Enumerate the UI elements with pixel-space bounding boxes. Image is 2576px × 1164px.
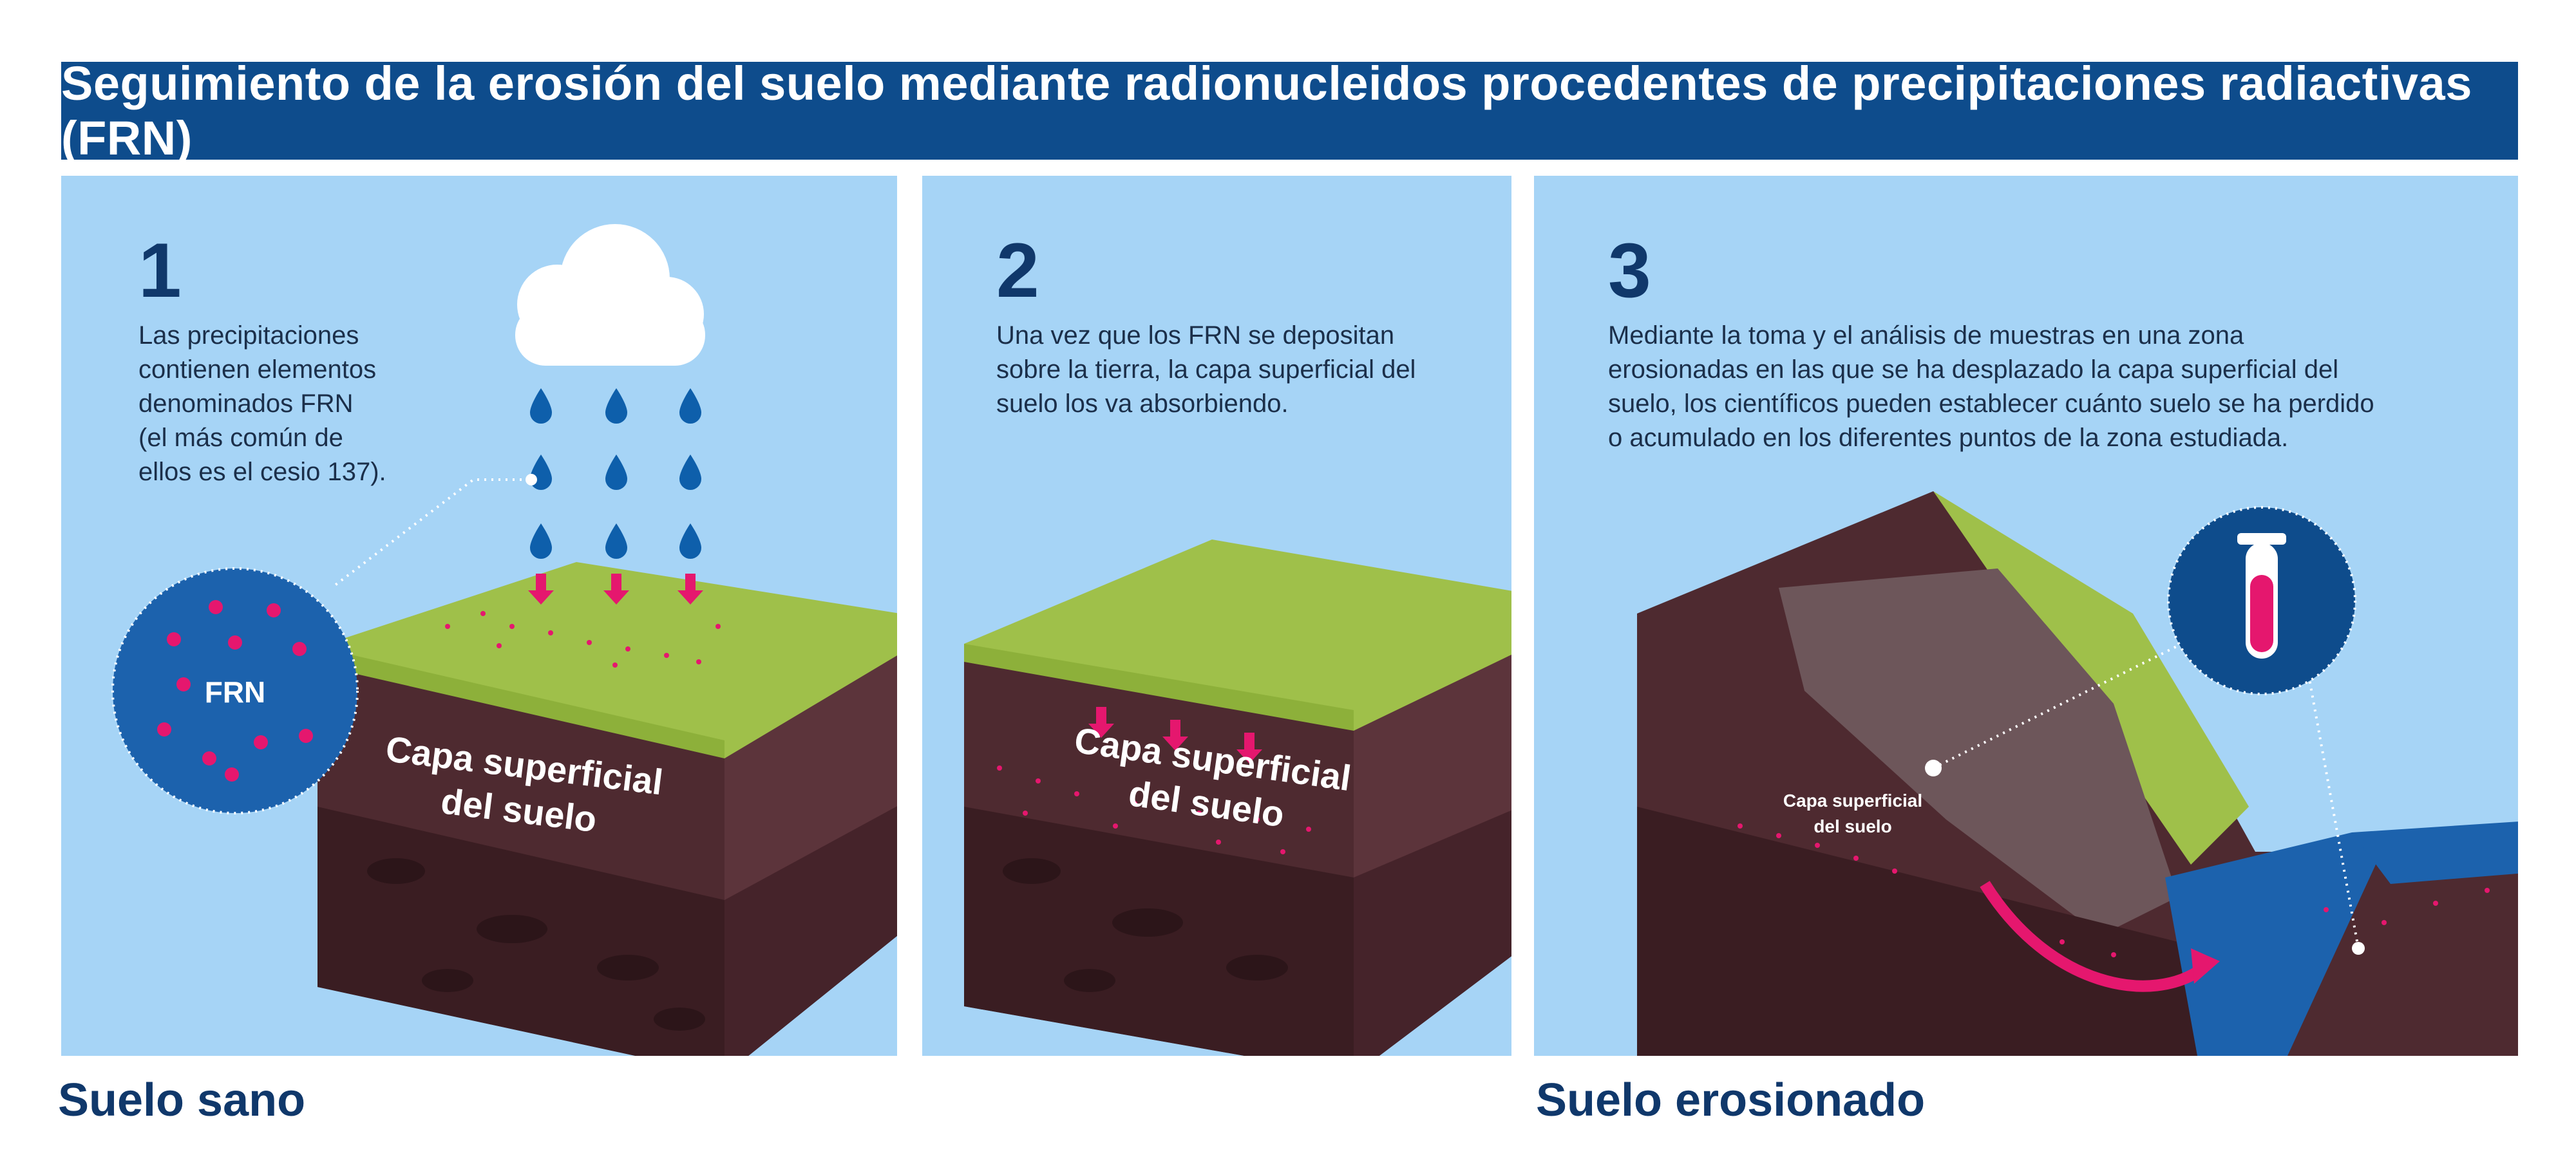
- step-number-1: 1: [138, 227, 182, 314]
- leader-line: [330, 478, 529, 589]
- eroded-hillside: [1637, 491, 2518, 1056]
- frn-magnifier: FRN: [111, 567, 359, 814]
- step-2-description: Una vez que los FRN se depositan sobre l…: [996, 321, 1416, 418]
- step-1-description: Las precipitaciones contienen elementos …: [138, 321, 386, 486]
- deposition-arrows: [528, 574, 703, 605]
- frn-surface-dots: [445, 611, 721, 668]
- step-number-2: 2: [996, 227, 1039, 314]
- svg-text:Capa superficial: Capa superficial: [1783, 791, 1922, 811]
- panel-1-illustration: Capa superficial del suelo FRN: [111, 224, 897, 1056]
- sample-tube-icon: [2167, 506, 2356, 695]
- cloud-icon: [515, 224, 705, 366]
- soil-block: [317, 562, 897, 1056]
- frn-label: FRN: [205, 675, 266, 709]
- footer-label-eroded: Suelo erosionado: [1536, 1075, 1926, 1126]
- page-title: Seguimiento de la erosión del suelo medi…: [61, 57, 2472, 165]
- raindrops: [530, 388, 701, 559]
- soil-block: [964, 540, 1511, 1056]
- erosion-flow-arrow: [1980, 881, 2208, 992]
- step-3-description: Mediante la toma y el análisis de muestr…: [1608, 321, 2374, 452]
- title-banner: Seguimiento de la erosión del suelo medi…: [61, 57, 2518, 165]
- panel-eroded-soil: 3 Mediante la toma y el análisis de mues…: [1534, 176, 2518, 1056]
- panel-2-illustration: Capa superficial del suelo: [964, 540, 1511, 1056]
- frn-subsurface-dots: [997, 765, 1311, 854]
- footer-label-healthy: Suelo sano: [58, 1075, 306, 1126]
- step-number-3: 3: [1608, 227, 1651, 314]
- soil-layer-label-small: Capa superficial del suelo: [1783, 791, 1922, 836]
- panel-3-illustration: Capa superficial del suelo: [1637, 491, 2518, 1056]
- panel-healthy-soil-rain: 1 Las precipitaciones contienen elemento…: [61, 176, 897, 1056]
- panel-healthy-soil-absorption: 2 Una vez que los FRN se depositan sobre…: [922, 176, 1511, 1056]
- absorption-arrows: [1088, 707, 1262, 764]
- leader-dot: [526, 474, 537, 485]
- frn-sediment-dots: [1738, 823, 2490, 957]
- svg-text:del suelo: del suelo: [1814, 816, 1891, 836]
